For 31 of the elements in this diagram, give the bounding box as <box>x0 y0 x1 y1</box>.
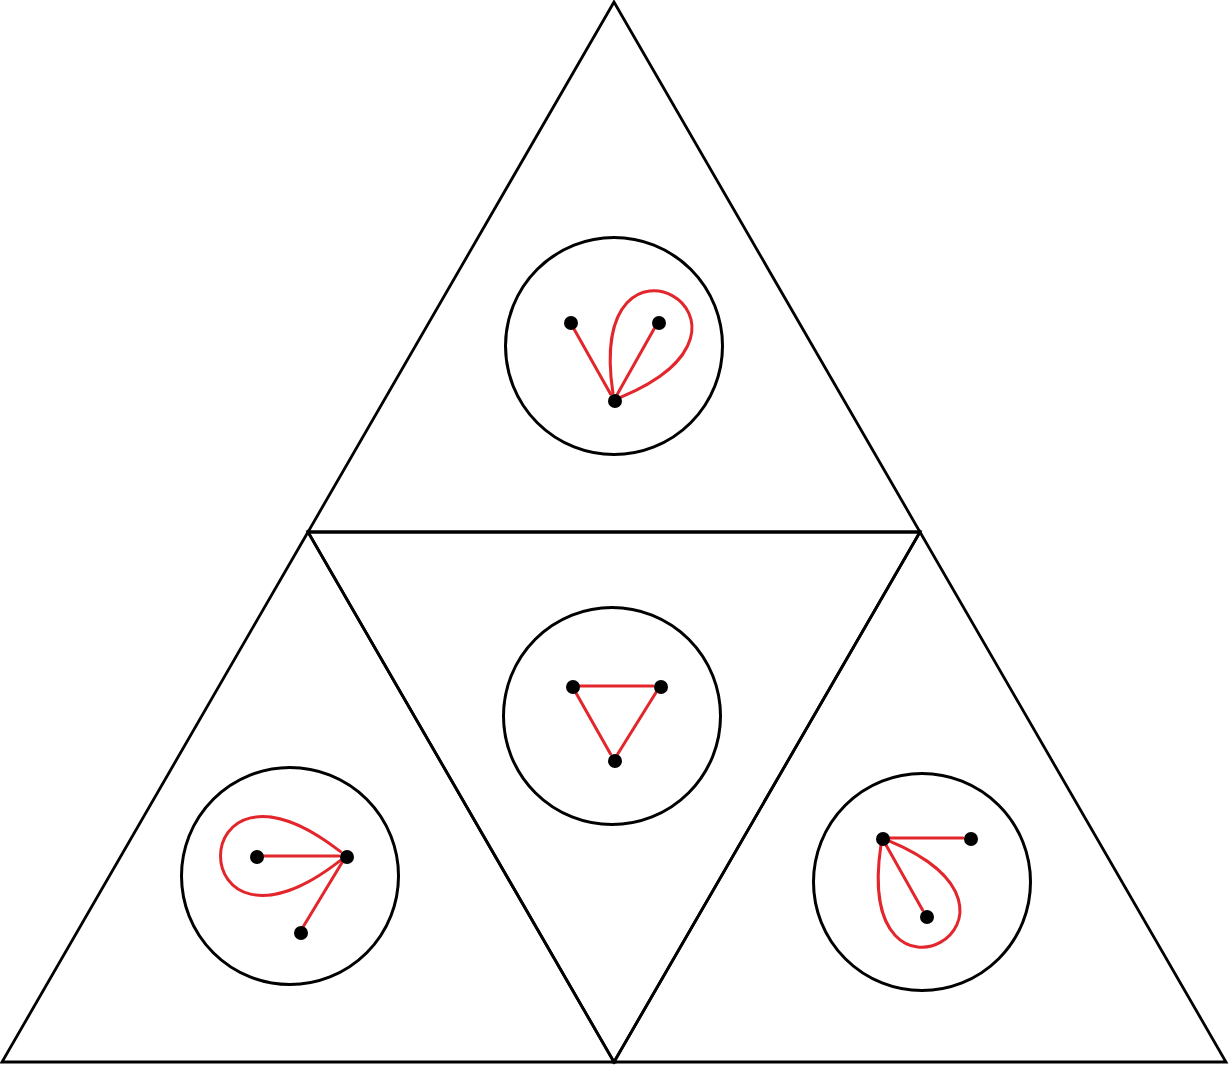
triangle-outline <box>614 532 1226 1062</box>
vertex-dot <box>607 753 621 767</box>
connector-line <box>571 326 613 396</box>
triangle-outline <box>308 532 920 1062</box>
vertex-dot <box>565 679 579 693</box>
loop-curve <box>219 816 342 896</box>
vertex-dot <box>607 393 621 407</box>
vertex-dot <box>963 831 977 845</box>
vertex-dot <box>919 909 933 923</box>
circle-outline <box>504 236 724 456</box>
circle-outline <box>502 606 722 826</box>
triangle-outline <box>308 2 920 532</box>
connector-line <box>302 860 344 928</box>
connector-line <box>883 842 925 912</box>
vertex-dot <box>653 679 667 693</box>
loop-curve <box>876 839 961 949</box>
vertex-dot <box>651 315 665 329</box>
connector-line <box>261 854 341 858</box>
connector-line <box>577 684 655 688</box>
vertex-dot <box>563 315 577 329</box>
loop-curve <box>608 289 693 399</box>
vertex-dot <box>293 925 307 939</box>
connector-line <box>615 326 657 396</box>
connector-line <box>887 836 965 840</box>
triangle-outline <box>2 532 614 1062</box>
connector-line <box>616 690 658 756</box>
circle-outline <box>812 772 1032 992</box>
vertex-dot <box>249 849 263 863</box>
vertex-dot <box>875 831 889 845</box>
circle-outline <box>180 766 400 986</box>
connector-line <box>573 690 613 756</box>
